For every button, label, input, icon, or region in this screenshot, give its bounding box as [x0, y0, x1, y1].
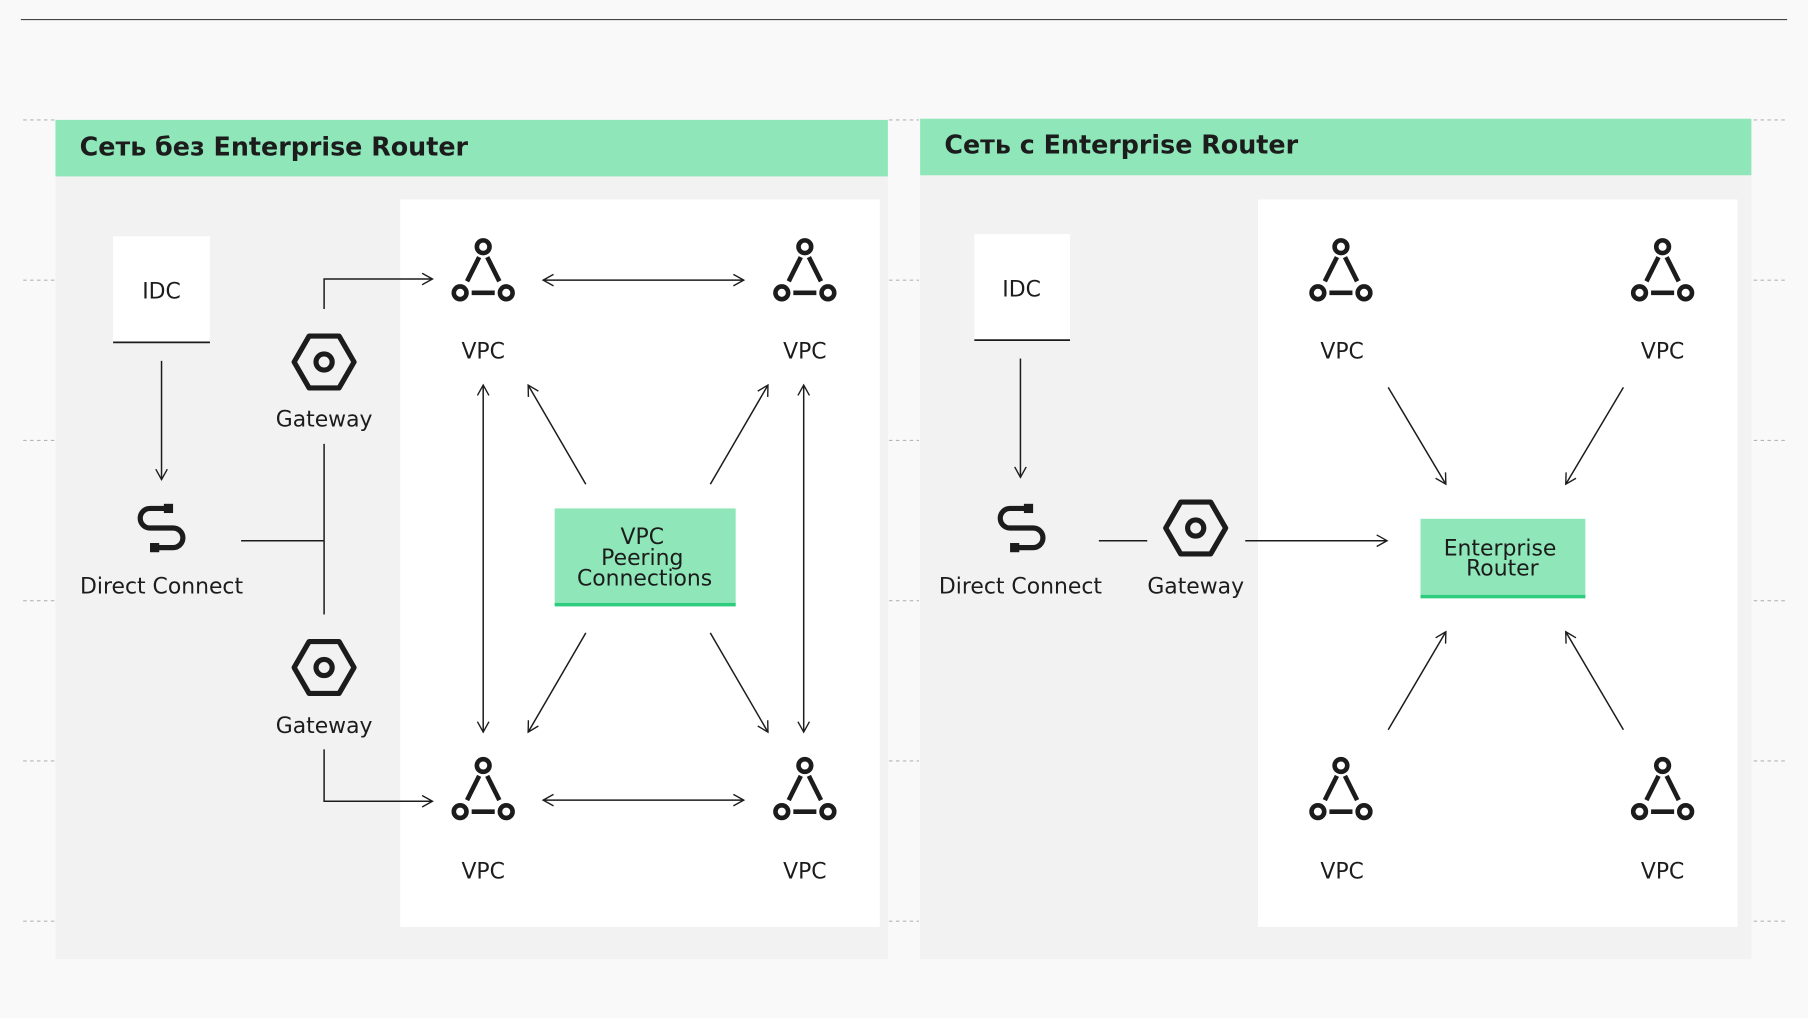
left-arrow-peering-to-tl: [527, 383, 587, 485]
right-vpc-label-top-left: VPC: [1320, 340, 1363, 365]
right-vpc-icon-bottom-right: [1630, 756, 1695, 821]
left-idc-label: IDC: [142, 280, 181, 305]
right-arrow-vpc-bl-to-router: [1387, 630, 1447, 731]
right-panel: Сеть c Enterprise Router IDC Direct Conn…: [920, 118, 1752, 960]
left-arrow-peering-to-bl: [527, 632, 587, 734]
right-idc-box: [974, 234, 1071, 341]
left-panel-header: [55, 119, 888, 177]
right-vpc-icon-top-left: [1309, 238, 1373, 302]
right-router-box-underline: [1420, 594, 1586, 599]
right-vpc-label-bottom-right: VPC: [1641, 860, 1684, 885]
left-vpc-label-bottom-right: VPC: [783, 860, 826, 885]
left-peering-line-2: Peering: [601, 546, 683, 571]
left-vpc-icon-bottom-right: [773, 756, 837, 821]
right-arrow-vpc-tr-to-router: [1565, 386, 1625, 486]
right-gateway-label: Gateway: [1147, 575, 1244, 600]
left-peering-line-3: Connections: [577, 567, 712, 592]
right-arrow-vpc-tl-to-router: [1387, 386, 1447, 486]
left-vpc-icon-top-right: [773, 238, 837, 302]
right-router-line-1: Enterprise: [1444, 537, 1557, 562]
left-connectors: [155, 272, 811, 808]
left-peering-line-1: VPC: [621, 525, 664, 550]
left-peering-box: [554, 508, 736, 606]
right-direct-connect-label: Direct Connect: [939, 575, 1102, 600]
right-router-line-2: Router: [1466, 556, 1539, 581]
left-arrow-gw-to-vpc-top: [323, 272, 434, 309]
right-gateway-icon: [1163, 499, 1229, 557]
right-vpc-icon-top-right: [1630, 238, 1695, 302]
left-vpc-label-bottom-left: VPC: [461, 860, 504, 885]
left-gateway-top-icon: [291, 333, 357, 391]
left-gateway-top-label: Gateway: [276, 408, 373, 433]
right-connectors: [1014, 358, 1625, 731]
left-arrow-gw-to-vpc-bottom: [323, 749, 434, 808]
left-arrow-peering-to-tr: [709, 383, 769, 485]
left-gateway-bottom-icon: [291, 638, 357, 697]
left-panel: Сеть без Enterprise Router IDC Direct Co…: [55, 119, 888, 960]
right-vpc-label-bottom-left: VPC: [1320, 860, 1363, 885]
left-vpc-label-top-left: VPC: [461, 340, 504, 365]
dashed-guides: [23, 119, 1788, 922]
left-direct-connect-icon: [137, 503, 186, 553]
left-arrow-peering-to-br: [709, 632, 769, 734]
right-panel-title: Сеть c Enterprise Router: [944, 129, 1298, 159]
right-vpc-label-top-right: VPC: [1641, 340, 1684, 365]
left-idc-box: [113, 236, 210, 343]
right-direct-connect-icon: [997, 503, 1046, 553]
right-router-box: [1420, 518, 1586, 598]
left-direct-connect-label: Direct Connect: [80, 575, 243, 600]
left-vpc-label-top-right: VPC: [783, 340, 826, 365]
left-vpc-icon-top-left: [451, 238, 515, 302]
left-panel-title: Сеть без Enterprise Router: [80, 132, 469, 162]
left-vpc-icon-bottom-left: [451, 756, 515, 821]
right-panel-header: [920, 118, 1752, 176]
right-vpc-icon-bottom-left: [1309, 756, 1373, 821]
right-arrow-vpc-br-to-router: [1565, 630, 1625, 731]
left-gateway-bottom-label: Gateway: [276, 714, 373, 739]
right-idc-label: IDC: [1002, 277, 1041, 302]
left-peering-box-underline: [554, 602, 736, 607]
